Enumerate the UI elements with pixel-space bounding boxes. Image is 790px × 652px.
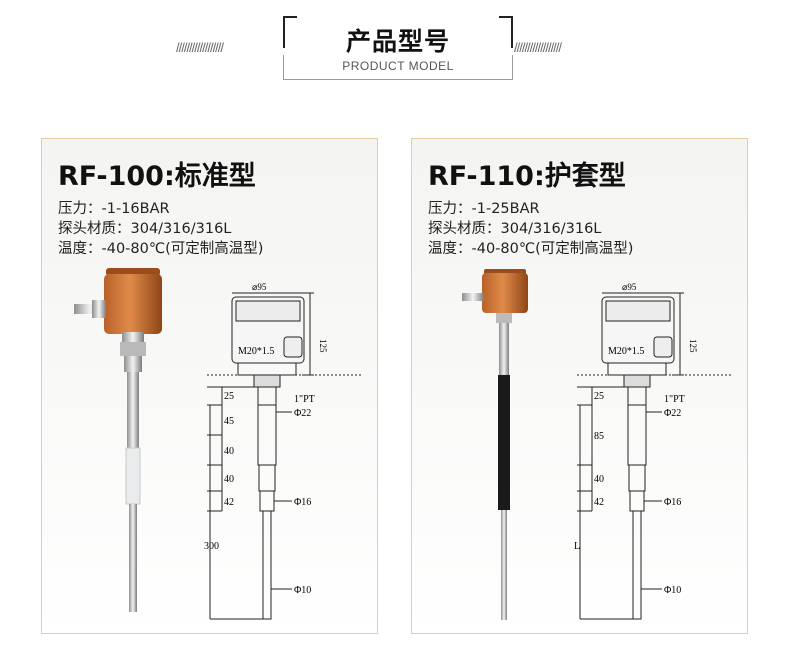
product-title: RF-100:标准型 [58, 161, 256, 192]
dim-right-1: Φ16 [664, 497, 681, 508]
technical-drawing: ⌀95 125 M20*1.5 1"PT 25 85 40 42 L Φ22 Φ… [574, 282, 732, 620]
dim-left-2: 40 [224, 446, 234, 457]
product-photo [74, 268, 162, 612]
dim-height: 125 [318, 339, 328, 353]
dim-left-5: 300 [204, 541, 219, 552]
dim-left-2: 40 [594, 474, 604, 485]
dim-thread: 1"PT [294, 394, 315, 405]
product-title: RF-110:护套型 [428, 161, 626, 192]
dim-left-3: 42 [594, 497, 604, 508]
spec-material: 探头材质：304/316/316L [58, 221, 232, 237]
dim-height: 125 [688, 339, 698, 353]
dim-right-2: Φ10 [294, 585, 311, 596]
decorative-slashes-left: ////////////////// [176, 40, 224, 55]
product-card-rf110: RF-110:护套型 压力：-1-25BAR 探头材质：304/316/316L… [411, 138, 748, 634]
dim-left-4: L [574, 541, 580, 552]
page-title: 产品型号 [345, 27, 450, 56]
header-frame: 产品型号 PRODUCT MODEL [283, 16, 513, 80]
dim-left-4: 42 [224, 497, 234, 508]
dim-housing-dia: ⌀95 [252, 282, 267, 292]
technical-drawing: ⌀95 125 M20*1.5 1"PT 25 45 40 40 42 300 … [204, 282, 362, 620]
spec-pressure: 压力：-1-16BAR [58, 201, 170, 217]
dim-right-0: Φ22 [294, 408, 311, 419]
dim-right-1: Φ16 [294, 497, 311, 508]
spec-material: 探头材质：304/316/316L [428, 221, 602, 237]
product-card-rf100: RF-100:标准型 压力：-1-16BAR 探头材质：304/316/316L… [41, 138, 378, 634]
dim-left-1: 45 [224, 416, 234, 427]
dim-cable-entry: M20*1.5 [238, 346, 274, 357]
dim-left-0: 25 [594, 391, 604, 402]
spec-temperature: 温度：-40-80℃(可定制高温型) [58, 241, 264, 257]
dim-right-0: Φ22 [664, 408, 681, 419]
spec-temperature: 温度：-40-80℃(可定制高温型) [428, 241, 634, 257]
section-header: ////////////////// 产品型号 PRODUCT MODEL //… [0, 0, 790, 100]
dim-left-3: 40 [224, 474, 234, 485]
dim-cable-entry: M20*1.5 [608, 346, 644, 357]
dim-right-2: Φ10 [664, 585, 681, 596]
dim-thread: 1"PT [664, 394, 685, 405]
spec-pressure: 压力：-1-25BAR [428, 201, 540, 217]
dim-housing-dia: ⌀95 [622, 282, 637, 292]
decorative-slashes-right: ////////////////// [514, 40, 562, 55]
dim-left-0: 25 [224, 391, 234, 402]
product-photo [462, 269, 528, 620]
page-subtitle: PRODUCT MODEL [342, 59, 454, 73]
dim-left-1: 85 [594, 431, 604, 442]
